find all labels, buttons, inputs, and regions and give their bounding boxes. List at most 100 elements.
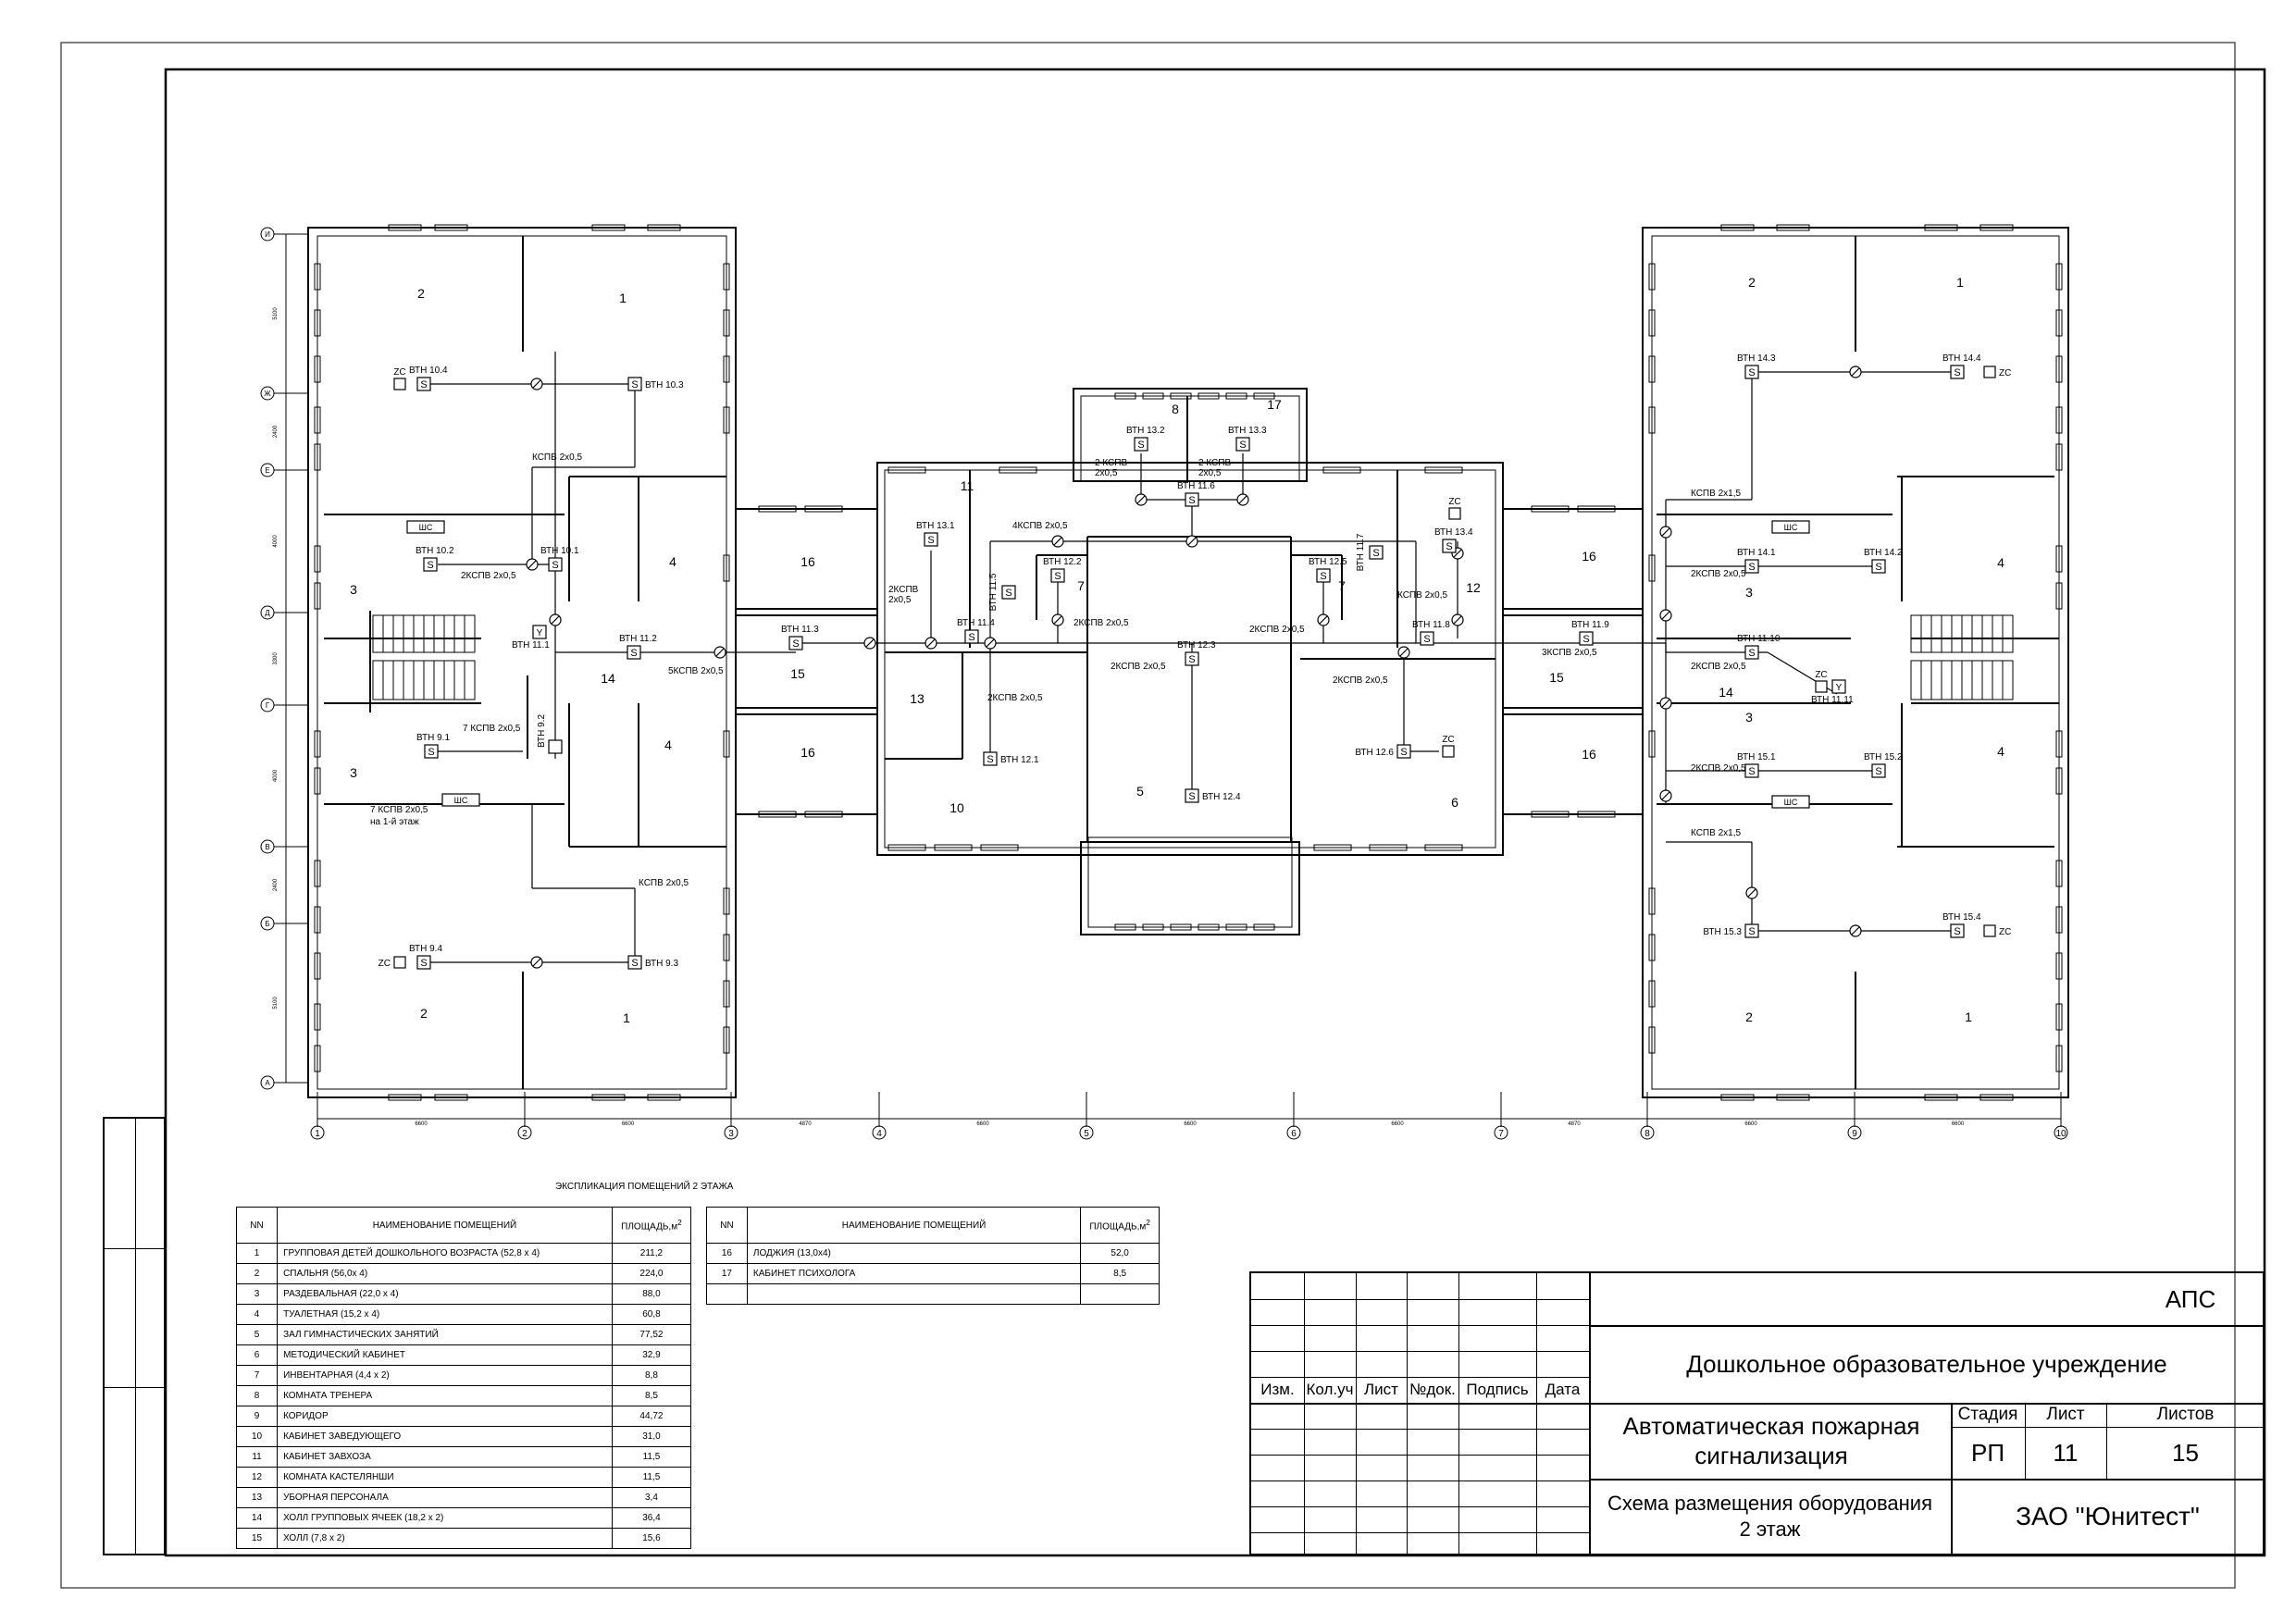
room-number-left: 14 — [601, 671, 615, 686]
room-number-left: 4 — [664, 737, 672, 752]
cell-nn: 7 — [235, 1365, 279, 1386]
col-dim-label: 6600 — [1184, 1121, 1197, 1127]
smoke-detector — [788, 636, 803, 650]
row-dim-label: 2400 — [273, 878, 279, 891]
row-axis-label: Б — [265, 920, 269, 928]
cell-name: СПАЛЬНЯ (56,0х 4) — [277, 1263, 613, 1284]
cell-name: КОРИДОР — [277, 1406, 613, 1427]
smoke-detector — [416, 955, 431, 970]
room-number-center: 17 — [1267, 397, 1282, 412]
smoke-detector-glyph: S — [552, 560, 558, 571]
smoke-detector — [1001, 585, 1016, 600]
room-number-right: 2 — [1745, 1010, 1753, 1024]
smoke-detector-glyph: S — [1372, 548, 1379, 559]
col-axis-bubble — [517, 1125, 532, 1140]
zc-label: ZC — [1815, 670, 1827, 680]
junction-box-slash — [1747, 888, 1756, 898]
col-axis-label: 7 — [1498, 1129, 1504, 1139]
room-number-left: 15 — [790, 666, 805, 681]
zc-terminal-box — [1448, 507, 1461, 520]
row-axis-label: Г — [266, 701, 270, 710]
cell-name: ХОЛЛ ГРУППОВЫХ ЯЧЕЕК (18,2 х 2) — [277, 1507, 613, 1529]
row-dim-label: 2400 — [273, 425, 279, 438]
smoke-detector — [1871, 763, 1886, 778]
smoke-detector-glyph: S — [1748, 926, 1755, 937]
room-number-left: 1 — [623, 1010, 630, 1025]
smoke-detector-glyph: S — [630, 648, 637, 659]
cell-name: КОМНАТА ТРЕНЕРА — [277, 1385, 613, 1406]
cell-area: 11,5 — [611, 1446, 692, 1468]
detector-label: ВТН 12.2 — [1043, 557, 1082, 567]
smoke-detector — [1950, 365, 1965, 379]
cable-label: 2КСПВ 2х0,5 — [1333, 675, 1388, 686]
tb-system: Автоматическая пожарная сигнализация — [1622, 1411, 1920, 1470]
smoke-detector — [1134, 437, 1148, 452]
cell-name: КАБИНЕТ ЗАВЕДУЮЩЕГО — [277, 1426, 613, 1447]
cell-name: ТУАЛЕТНАЯ (15,2 х 4) — [277, 1304, 613, 1325]
smoke-detector — [1744, 763, 1759, 778]
shs-label: ШС — [454, 796, 468, 805]
smoke-detector — [1050, 568, 1065, 583]
detector-label: ВТН 12.1 — [1000, 755, 1039, 765]
row-axis-label: А — [265, 1079, 270, 1087]
cable-label: 2 КСПВ — [1095, 458, 1127, 468]
row-axis-bubble — [260, 605, 275, 620]
smoke-detector-glyph: S — [1054, 571, 1061, 582]
room-number-left: 3 — [350, 765, 357, 780]
col-axis-bubble — [724, 1125, 738, 1140]
smoke-detector — [1442, 539, 1457, 553]
room-number-left: 2 — [417, 286, 425, 301]
cell-nn: 16 — [706, 1243, 748, 1264]
room-number-right: 16 — [1582, 747, 1596, 762]
detector-label: ВТН 14.2 — [1864, 548, 1903, 558]
row-axis-bubble — [260, 463, 275, 477]
room-number-center: 7 — [1338, 578, 1346, 593]
tb-col-podpis: Подпись — [1466, 1381, 1529, 1399]
junction-box-slash — [926, 638, 936, 648]
room-number-center: 8 — [1172, 402, 1179, 416]
cell-name: РАЗДЕВАЛЬНАЯ (22,0 х 4) — [277, 1283, 613, 1305]
zc-label: ZC — [1442, 735, 1454, 745]
room-number-left: 3 — [350, 582, 357, 597]
row-axis-bubble — [260, 386, 275, 401]
smoke-detector — [1950, 923, 1965, 938]
col-axis-label: 1 — [315, 1129, 320, 1139]
smoke-detector — [416, 377, 431, 391]
cell-nn: 6 — [235, 1344, 279, 1366]
col-dim-label: 6600 — [1744, 1121, 1757, 1127]
shs-label: ШС — [419, 523, 433, 532]
zc-terminal-box — [393, 378, 406, 390]
col-dim-label: 6600 — [1391, 1121, 1404, 1127]
cable-label: КСПВ 2х0,5 — [639, 878, 689, 888]
smoke-detector-glyph: S — [428, 747, 434, 758]
cell-area: 77,52 — [611, 1324, 692, 1345]
cell-name: ХОЛЛ (7,8 х 2) — [277, 1528, 613, 1549]
shs-panel — [406, 520, 445, 534]
detector-label: ВТН 14.1 — [1737, 548, 1776, 558]
cell-nn: 15 — [235, 1528, 279, 1549]
cable-label: 2КСПВ 2х0,5 — [461, 571, 516, 581]
col-nn: NN — [235, 1207, 279, 1244]
room-number-right: 3 — [1745, 710, 1753, 725]
detector-label: ВТН 10.1 — [540, 546, 579, 556]
detector-label: ВТН 12.5 — [1309, 557, 1347, 567]
table-row — [706, 1283, 1160, 1305]
junction-box-slash — [1453, 615, 1462, 625]
col-axis-bubble — [2054, 1125, 2068, 1140]
cell-name: УБОРНАЯ ПЕРСОНАЛА — [277, 1487, 613, 1508]
tb-sheets-header: Листов — [2156, 1405, 2215, 1425]
smoke-detector — [1744, 923, 1759, 938]
shs-panel — [1771, 795, 1810, 809]
junction-box-slash — [1851, 367, 1860, 377]
smoke-detector — [627, 955, 642, 970]
room-number-left: 16 — [800, 554, 815, 569]
detector-label: ВТН 11.6 — [1177, 481, 1215, 491]
junction-box-slash — [1661, 699, 1670, 708]
row-axis-label: Ж — [264, 390, 271, 398]
smoke-detector — [548, 739, 563, 754]
